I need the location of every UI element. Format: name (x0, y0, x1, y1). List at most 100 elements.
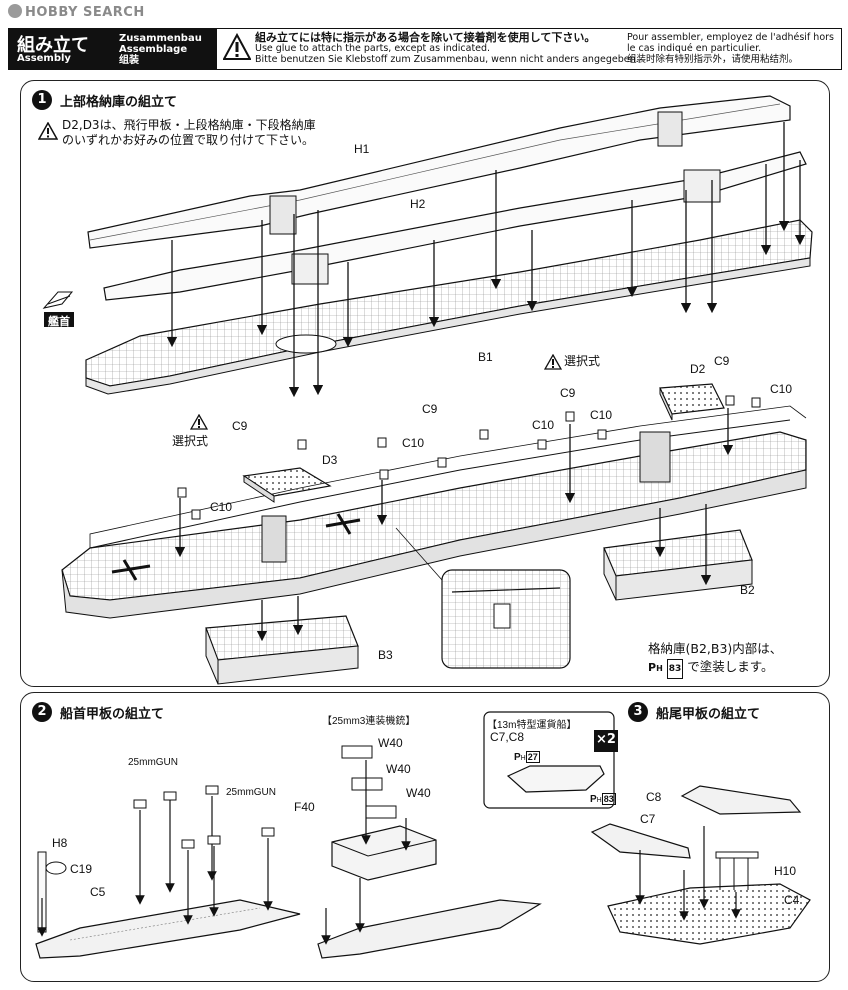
paint-note-line2-text: で塗装します。 (687, 659, 774, 674)
part-h10-rack (715, 851, 759, 890)
header-title-multilang: Zusammenbau Assemblage 组装 (119, 33, 202, 66)
step1-badge: 1 (32, 90, 52, 110)
glue-note-en: Use glue to attach the parts, except as … (255, 43, 491, 54)
label-c10-b: C10 (590, 408, 613, 422)
hangar-paint-note: 格納庫(B2,B3)内部は、 PH 83 で塗装します。 (648, 640, 782, 679)
step3-title: 船尾甲板の組立て (656, 707, 761, 722)
step1-warning: D2,D3は、飛行甲板・上段格納庫・下段格納庫 のいずれかお好みの位置で取り付け… (62, 118, 316, 148)
part-h2-rail (103, 151, 807, 301)
part-c8-boat (680, 785, 802, 815)
boat-paint-2-code: 83 (601, 793, 616, 805)
header-title-jp: 組み立て (17, 35, 89, 56)
label-d3: D3 (322, 453, 338, 467)
label-c4: C4 (784, 893, 800, 907)
assembly-header: 組み立て Assembly Zusammenbau Assemblage 组装 … (8, 28, 842, 70)
label-c8: C8 (646, 790, 662, 804)
step3-arrows (635, 826, 741, 921)
label-c5: C5 (90, 885, 106, 899)
label-c10-a: C10 (770, 382, 793, 396)
part-f40-platform (331, 825, 437, 881)
step1-title: 上部格納庫の組立て (60, 95, 178, 110)
glue-note-jp: 組み立てには特に指示がある場合を除いて接着剤を使用して下さい。 (255, 31, 596, 44)
boat-parts: C7,C8 (490, 730, 525, 744)
bow-direction-icon (42, 291, 74, 309)
glue-note-fr1: Pour assembler, employez de l'adhésif ho… (627, 32, 834, 43)
bow-label: 艦首 (48, 315, 70, 328)
label-c10-d: C10 (402, 436, 425, 450)
step3-badge: 3 (628, 702, 648, 722)
label-w40-b: W40 (386, 762, 411, 776)
glue-note-de: Bitte benutzen Sie Klebstoff zum Zusamme… (255, 54, 639, 65)
label-c7: C7 (640, 812, 656, 826)
step1-warning-icon (38, 122, 58, 140)
label-h10: H10 (774, 864, 797, 878)
step1-warning-line2: のいずれかお好みの位置で取り付けて下さい。 (62, 133, 315, 147)
hobbysearch-logo-icon (8, 4, 22, 18)
boat-paint-1-ph: H (520, 755, 526, 762)
label-f40: F40 (294, 800, 315, 814)
step2-title: 船首甲板の組立て (60, 707, 165, 722)
header-title-block: 組み立て Assembly Zusammenbau Assemblage 组装 (9, 29, 217, 69)
boat-paint-2-ph: H (596, 797, 602, 804)
label-h1: H1 (354, 142, 370, 156)
optional-icon-right (544, 354, 562, 370)
glue-instructions: 組み立てには特に指示がある場合を除いて接着剤を使用して下さい。 Use glue… (255, 32, 639, 65)
boat-paint-1-code: 27 (525, 751, 540, 763)
paint-note-line2: PH 83 で塗装します。 (648, 658, 782, 679)
multiplier-box (594, 730, 618, 752)
boat-title: 【13m特型運貨船】 (487, 720, 577, 731)
optional-label-left: 選択式 (172, 434, 209, 448)
watermark-text: HOBBY SEARCH (25, 5, 145, 20)
header-title-de: Zusammenbau (119, 33, 202, 44)
label-w40-c: W40 (406, 786, 431, 800)
step2-arrows-right (321, 760, 411, 945)
part-d3-elevator (242, 467, 332, 497)
detail-inset (395, 527, 571, 669)
label-c9-b: C9 (560, 386, 576, 400)
part-c7-c8-boat (506, 765, 605, 793)
watermark: HOBBY SEARCH (8, 4, 145, 20)
step1-arrows (166, 122, 806, 398)
label-c10-c: C10 (532, 418, 555, 432)
header-title-cn: 组装 (119, 55, 139, 66)
step1-lower-arrows (174, 408, 734, 642)
label-b1: B1 (478, 350, 493, 364)
label-c9-a: C9 (714, 354, 730, 368)
gun-label-left: 25mmGUN (128, 757, 179, 768)
triple-mount-label: 【25mm3連装機銃】 (322, 716, 416, 727)
part-b2-hangar (603, 529, 753, 601)
step2-3-frame (20, 692, 830, 982)
label-d2: D2 (690, 362, 706, 376)
boat-multiplier: ×2 (596, 732, 616, 747)
step2-badge: 2 (32, 702, 52, 722)
label-b2: B2 (740, 583, 755, 597)
part-b3-hangar (205, 615, 359, 685)
paint-note-line1: 格納庫(B2,B3)内部は、 (648, 641, 783, 656)
part-c19 (45, 861, 67, 875)
label-b3: B3 (378, 648, 393, 662)
step1-warning-line1: D2,D3は、飛行甲板・上段格納庫・下段格納庫 (62, 118, 316, 132)
optional-icon-left (190, 414, 208, 430)
part-c4-stern-deck (607, 883, 811, 945)
part-h1-rail (87, 95, 791, 249)
header-title-fr: Assemblage (119, 44, 188, 55)
header-title-en: Assembly (17, 53, 71, 64)
bow-label-box (44, 312, 74, 327)
label-c19: C19 (70, 862, 93, 876)
label-c10-e: C10 (210, 500, 233, 514)
paint-note-ph: H (656, 664, 663, 673)
part-c7-boat (590, 823, 691, 859)
glue-note-fr2: le cas indiqué en particulier. (627, 43, 762, 54)
part-upper-hangar (61, 405, 807, 619)
small-parts-c9-c10 (177, 395, 761, 520)
part-c5-bow-deck (35, 899, 301, 959)
glue-note-cn: 组装时除有特别指示外，请使用粘结剂。 (627, 54, 799, 65)
label-c9-c: C9 (422, 402, 438, 416)
part-w40-guns (341, 745, 397, 819)
label-h8: H8 (52, 836, 68, 850)
gun-label-right: 25mmGUN (226, 787, 277, 798)
glue-instructions-fr-cn: Pour assembler, employez de l'adhésif ho… (627, 32, 834, 65)
